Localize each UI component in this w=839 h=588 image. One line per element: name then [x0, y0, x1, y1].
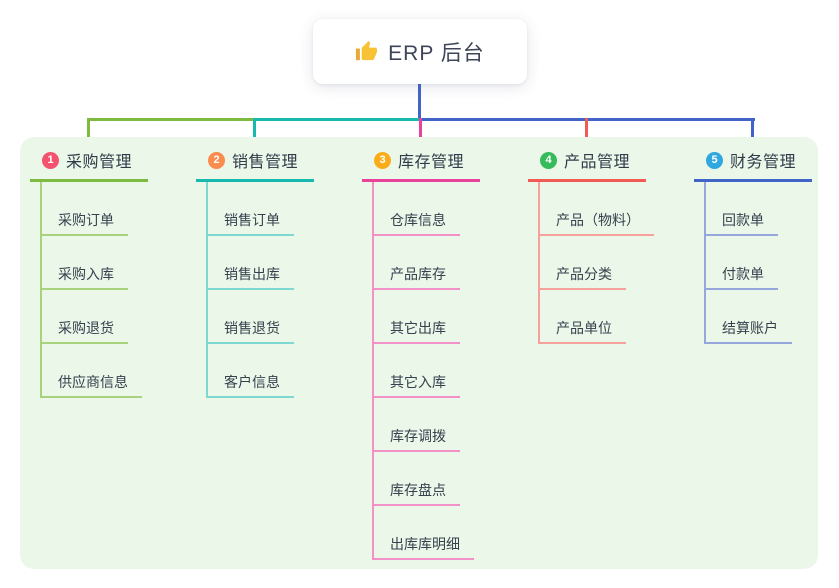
child-label: 采购订单 — [42, 210, 128, 236]
connector-branch-drop — [419, 118, 422, 147]
connector-branch-drop — [585, 118, 588, 147]
connector-bus-segment — [254, 118, 420, 121]
child-label: 产品库存 — [374, 264, 460, 290]
child-node[interactable]: 仓库信息 — [374, 182, 480, 236]
child-label: 付款单 — [706, 264, 778, 290]
child-node[interactable]: 其它出库 — [374, 290, 480, 344]
child-label: 采购退货 — [42, 318, 128, 344]
root-node-label: ERP 后台 — [388, 41, 485, 65]
child-node[interactable]: 销售退货 — [208, 290, 314, 344]
child-label: 销售订单 — [208, 210, 294, 236]
child-label: 销售退货 — [208, 318, 294, 344]
thumbs-up-icon — [356, 40, 378, 61]
child-label: 销售出库 — [208, 264, 294, 290]
child-node[interactable]: 采购退货 — [42, 290, 148, 344]
branch-node[interactable]: 4 产品管理 — [528, 148, 647, 182]
branch-children: 产品（物料） 产品分类产品单位 — [538, 182, 654, 344]
child-label: 采购入库 — [42, 264, 128, 290]
child-node[interactable]: 其它入库 — [374, 344, 480, 398]
connector-branch-drop — [87, 118, 90, 147]
child-node[interactable]: 产品分类 — [540, 236, 654, 290]
branch-label: 销售管理 — [232, 154, 299, 171]
child-node[interactable]: 出库库明细 — [374, 506, 480, 560]
child-node[interactable]: 产品库存 — [374, 236, 480, 290]
branch-column: 5 财务管理回款单付款单结算账户 — [694, 148, 813, 344]
branch-number-badge: 5 — [706, 151, 723, 169]
branch-column: 4 产品管理产品（物料） 产品分类产品单位 — [528, 148, 654, 344]
child-node[interactable]: 销售订单 — [208, 182, 314, 236]
branch-column: 3 库存管理仓库信息产品库存其它出库其它入库库存调拨库存盘点出库库明细 — [362, 148, 481, 560]
child-node[interactable]: 客户信息 — [208, 344, 314, 398]
child-label: 客户信息 — [208, 372, 294, 398]
child-node[interactable]: 库存盘点 — [374, 452, 480, 506]
child-label: 产品单位 — [540, 318, 626, 344]
branch-children: 回款单付款单结算账户 — [704, 182, 812, 344]
branch-children: 仓库信息产品库存其它出库其它入库库存调拨库存盘点出库库明细 — [372, 182, 480, 560]
root-node[interactable]: ERP 后台 — [313, 19, 527, 84]
branch-node[interactable]: 3 库存管理 — [362, 148, 481, 182]
child-node[interactable]: 回款单 — [706, 182, 812, 236]
child-node[interactable]: 产品（物料） — [540, 182, 654, 236]
branch-column: 2 销售管理销售订单销售出库销售退货客户信息 — [196, 148, 315, 398]
branch-column: 1 采购管理采购订单采购入库采购退货供应商信息 — [30, 148, 149, 398]
child-node[interactable]: 采购订单 — [42, 182, 148, 236]
branch-number-badge: 1 — [42, 151, 59, 169]
child-node[interactable]: 结算账户 — [706, 290, 812, 344]
branch-label: 采购管理 — [66, 154, 133, 171]
branches-panel — [20, 137, 818, 569]
child-label: 仓库信息 — [374, 210, 460, 236]
child-label: 库存调拨 — [374, 426, 460, 452]
branch-label: 库存管理 — [398, 154, 465, 171]
connector-branch-drop — [751, 118, 754, 147]
child-label: 产品（物料） — [540, 210, 654, 236]
child-node[interactable]: 供应商信息 — [42, 344, 148, 398]
branch-label: 产品管理 — [564, 154, 631, 171]
branch-number-badge: 3 — [374, 151, 391, 169]
child-label: 产品分类 — [540, 264, 626, 290]
child-label: 其它出库 — [374, 318, 460, 344]
branch-children: 采购订单采购入库采购退货供应商信息 — [40, 182, 148, 398]
branch-children: 销售订单销售出库销售退货客户信息 — [206, 182, 314, 398]
branch-number-badge: 2 — [208, 151, 225, 169]
connector-root-line — [418, 84, 421, 119]
child-node[interactable]: 库存调拨 — [374, 398, 480, 452]
branch-label: 财务管理 — [730, 154, 797, 171]
child-label: 库存盘点 — [374, 480, 460, 506]
child-label: 回款单 — [706, 210, 778, 236]
branch-node[interactable]: 1 采购管理 — [30, 148, 149, 182]
child-label: 出库库明细 — [374, 534, 474, 560]
child-node[interactable]: 销售出库 — [208, 236, 314, 290]
connector-branch-drop — [253, 118, 256, 147]
branch-node[interactable]: 2 销售管理 — [196, 148, 315, 182]
connector-bus-segment — [88, 118, 254, 121]
child-label: 结算账户 — [706, 318, 792, 344]
child-node[interactable]: 付款单 — [706, 236, 812, 290]
child-node[interactable]: 产品单位 — [540, 290, 654, 344]
child-label: 其它入库 — [374, 372, 460, 398]
child-label: 供应商信息 — [42, 372, 142, 398]
branch-node[interactable]: 5 财务管理 — [694, 148, 813, 182]
branch-number-badge: 4 — [540, 151, 557, 169]
child-node[interactable]: 采购入库 — [42, 236, 148, 290]
